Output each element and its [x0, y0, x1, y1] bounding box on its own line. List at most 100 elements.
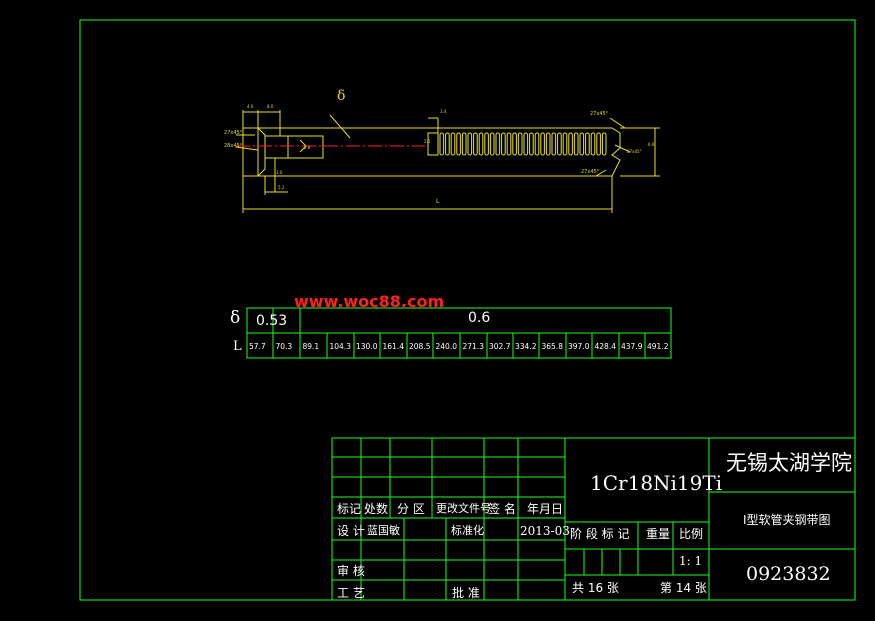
- band-slot: [579, 132, 585, 156]
- spec-table-columns: [272, 308, 646, 358]
- tb-header-changefile: 更改文件号: [436, 502, 491, 515]
- tb-designer: 蓝国敏: [367, 524, 400, 537]
- spec-length-cell: 208.5: [409, 342, 431, 351]
- chamfer-label-1: 27x45°: [224, 130, 243, 136]
- tb-process-label: 工 艺: [337, 586, 365, 600]
- spec-length-cell: 334.2: [515, 342, 537, 351]
- drawing-number: 0923832: [746, 563, 831, 585]
- spec-length-cell: 365.8: [541, 342, 563, 351]
- length-label: L: [436, 198, 440, 205]
- spec-length-cell: 428.4: [594, 342, 616, 351]
- tb-header-mark: 标记: [337, 502, 362, 516]
- tb-header-zone: 分 区: [397, 502, 425, 516]
- tb-scale-value: 1: 1: [679, 554, 703, 568]
- spec-length-cell: 397.0: [568, 342, 590, 351]
- dim-tiny-5: 3.4: [440, 109, 447, 114]
- band-slot: [264, 135, 324, 159]
- band-slot: [501, 132, 506, 156]
- spec-length-cell: 271.3: [462, 342, 484, 351]
- watermark-text: www.woc88.com: [294, 292, 445, 311]
- band-head: [242, 127, 259, 177]
- band-slot: [523, 132, 529, 156]
- band-slot-pattern: [439, 132, 607, 156]
- tb-header-count: 处数: [364, 502, 389, 516]
- spec-length-cell: 57.7: [249, 342, 266, 351]
- tb-date: 2013-03: [520, 524, 570, 538]
- band-slot: [439, 132, 445, 156]
- band-slot: [461, 132, 467, 156]
- band-slot: [529, 132, 534, 156]
- school-name: 无锡太湖学院: [726, 451, 852, 475]
- band-slot: [545, 132, 551, 156]
- spec-row-label-delta: δ: [230, 308, 241, 328]
- chamfer-label-3: 27x45°: [590, 111, 609, 117]
- tb-weight-label: 重量: [646, 527, 671, 541]
- title-block: [331, 437, 856, 601]
- spec-table: [246, 307, 672, 359]
- tb-stage-label: 阶 段 标 记: [570, 527, 630, 541]
- tb-total-sheets: 共 16 张: [572, 581, 619, 595]
- band-slot: [590, 132, 596, 156]
- spec-length-cell: 491.2: [647, 342, 669, 351]
- band-slot: [495, 132, 501, 156]
- chamfer-label-4: 27x45°: [581, 169, 600, 175]
- tb-header-sign: 签 名: [488, 502, 516, 516]
- spec-thickness-1: 0.53: [256, 313, 288, 329]
- spec-length-cell: 70.3: [275, 342, 293, 351]
- band-part: [235, 110, 660, 213]
- band-slot: [573, 132, 579, 156]
- dim-tiny-1: 4.0: [247, 104, 254, 109]
- band-slot: [484, 132, 489, 156]
- band-slot: [478, 132, 484, 156]
- band-slot: [517, 132, 523, 156]
- band-slot: [534, 132, 540, 156]
- title-block-grid: [332, 438, 565, 600]
- spec-length-cell: 104.3: [329, 342, 351, 351]
- band-slot: [512, 132, 517, 156]
- spec-length-cell: 437.9: [621, 342, 643, 351]
- chamfer-label-5: 27x45°: [627, 149, 642, 154]
- dim-tiny-2: 8.0: [267, 104, 274, 109]
- band-slot: [540, 132, 545, 156]
- delta-label: δ: [337, 88, 346, 104]
- band-slot: [473, 132, 478, 156]
- spec-length-cell: 89.1: [302, 342, 320, 351]
- band-slot: [596, 132, 601, 156]
- band-slot: [557, 132, 562, 156]
- tb-scale-label: 比例: [679, 527, 704, 541]
- band-outline: [257, 127, 621, 177]
- tb-sheet-no: 第 14 张: [660, 581, 707, 595]
- band-slot: [489, 132, 495, 156]
- dim-tiny-7: 6.6: [648, 142, 655, 147]
- band-slot: [601, 132, 607, 156]
- tb-approve-label: 批 准: [452, 586, 480, 600]
- band-slot: [467, 132, 473, 156]
- dim-tiny-6: 2.5: [424, 139, 431, 144]
- chamfer-label-2: 28x45°: [224, 143, 243, 149]
- spec-length-cell: 130.0: [356, 342, 378, 351]
- spec-length-cell: 240.0: [435, 342, 457, 351]
- spec-thickness-2: 0.6: [468, 310, 491, 326]
- band-slot: [585, 132, 590, 156]
- dim-tiny-3: 3.0: [276, 170, 283, 175]
- tb-header-date: 年月日: [527, 502, 564, 516]
- drawing-name: I型软管夹钢带图: [743, 513, 831, 527]
- head-chamfer: [257, 127, 266, 177]
- dim-tiny-4: 5.2: [278, 185, 285, 190]
- dim-tiny-8: 2.6: [304, 145, 311, 150]
- spec-length-cell: 161.4: [382, 342, 404, 351]
- material-text: 1Cr18Ni19Ti: [590, 471, 723, 495]
- tb-design-label: 设 计: [337, 524, 365, 538]
- band-slot: [506, 132, 512, 156]
- tb-standardize-label: 标准化: [451, 524, 484, 537]
- tb-review-label: 审 核: [337, 564, 365, 578]
- band-slot: [445, 132, 450, 156]
- band-slot: [551, 132, 557, 156]
- band-slot: [568, 132, 573, 156]
- band-slot: [456, 132, 461, 156]
- spec-row-label-length: L: [233, 339, 242, 354]
- band-slot: [450, 132, 456, 156]
- spec-length-cell: 302.7: [489, 342, 511, 351]
